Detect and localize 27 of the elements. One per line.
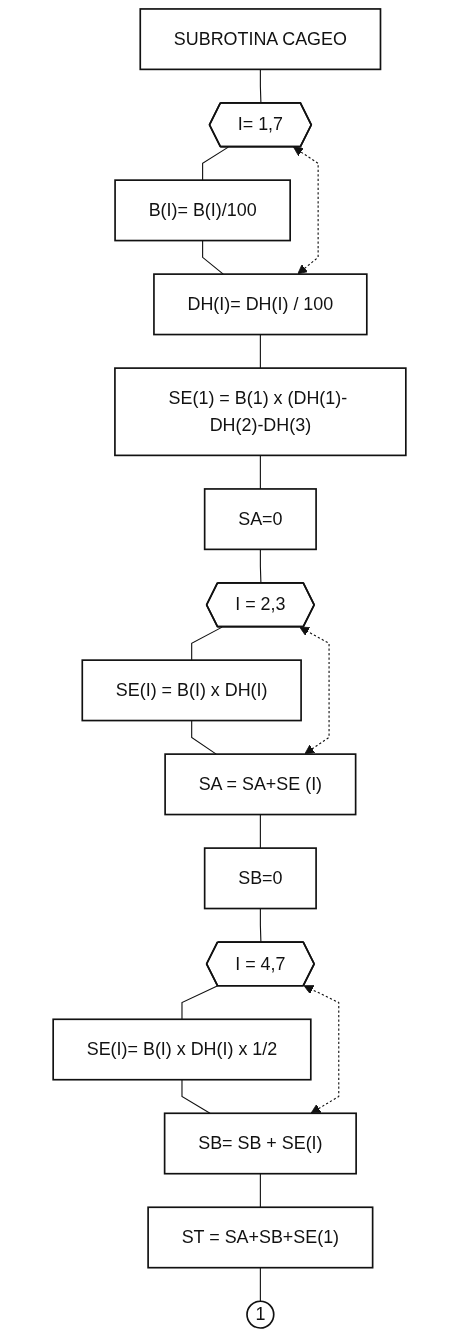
connector [181,985,219,1020]
node-box: SE(I)= B(I) x DH(I) x 1/2 [52,1018,312,1081]
connector [191,626,223,661]
node-box: B(I)= B(I)/100 [114,179,291,242]
arrow [293,146,319,275]
node-box: SE(1) = B(1) x (DH(1)- DH(2)-DH(3) [114,367,407,457]
connector [259,454,261,490]
connector [259,334,261,369]
connector [259,1173,261,1208]
node-box: SB=0 [203,847,317,910]
connector [181,1079,211,1114]
connector [191,720,217,755]
arrow [303,985,340,1114]
node-box: SB= SB + SE(I) [163,1112,357,1175]
connector [202,240,224,275]
connector [259,907,262,944]
node-box: ST = SA+SB+SE(1) [147,1206,374,1269]
node-box: SUBROTINA CAGEO [139,8,382,71]
connector [202,146,229,181]
connector [259,1267,261,1302]
connector [259,814,261,849]
node-box: SA=0 [203,488,317,551]
arrow [299,626,330,755]
node-box: DH(I)= DH(I) / 100 [153,273,368,336]
node-box: SA = SA+SE (I) [164,753,357,816]
node-circle: 1 [246,1300,275,1329]
node-box: SE(I) = B(I) x DH(I) [81,659,302,722]
